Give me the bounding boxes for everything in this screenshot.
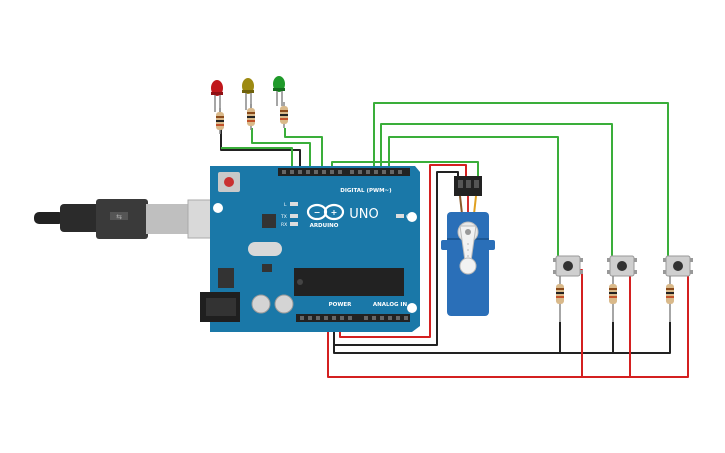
wire-led-common xyxy=(221,147,293,172)
led-yellow xyxy=(242,78,254,110)
push-button-3[interactable] xyxy=(663,255,693,277)
mount-hole xyxy=(407,303,417,313)
wire-button-2 xyxy=(380,123,613,258)
digital-header-label: DIGITAL (PWM~) xyxy=(340,188,392,194)
usb-icon: ⇆ xyxy=(116,213,122,221)
led-green xyxy=(273,76,285,106)
mount-hole xyxy=(213,203,223,213)
arduino-board: DIGITAL (PWM~) POWER ANALOG IN − + UNO A… xyxy=(200,166,420,332)
analog-header-label: ANALOG IN xyxy=(373,302,408,308)
power-header-label: POWER xyxy=(329,302,353,308)
voltage-regulator xyxy=(218,268,234,288)
microcontroller-chip xyxy=(294,268,404,296)
resistor-led-green xyxy=(280,102,288,128)
wire-button-1 xyxy=(388,136,559,258)
resistor-button-3 xyxy=(666,276,674,322)
led-rx-indicator xyxy=(290,222,298,226)
svg-text:+: + xyxy=(331,208,338,217)
led-l-label: L xyxy=(284,202,287,208)
small-component xyxy=(262,264,272,272)
wire-power-b1 xyxy=(570,269,583,377)
wire-power-b2 xyxy=(624,269,631,377)
usb-cable: ⇆ xyxy=(34,199,241,239)
board-model-label: UNO xyxy=(349,207,378,222)
digital-header xyxy=(278,168,410,176)
svg-text:−: − xyxy=(314,208,321,217)
resistor-led-red xyxy=(216,108,224,134)
led-rx-label: RX xyxy=(281,222,287,228)
resistor-led-yellow xyxy=(247,104,255,130)
reset-button-cap xyxy=(224,177,234,187)
mount-hole xyxy=(407,212,417,222)
pin-holes xyxy=(282,170,408,320)
resistor-button-1 xyxy=(556,276,564,322)
servo-motor xyxy=(441,176,495,316)
crystal-oscillator xyxy=(248,242,282,256)
power-analog-header xyxy=(296,314,410,322)
wire-led-green xyxy=(284,128,323,172)
led-on-indicator xyxy=(396,214,404,218)
wire-servo-power xyxy=(339,164,467,338)
wire-button-3 xyxy=(373,102,669,258)
resistor-button-2 xyxy=(609,276,617,322)
push-button-1[interactable] xyxy=(553,255,583,277)
led-red xyxy=(211,80,223,112)
led-tx-indicator xyxy=(290,214,298,218)
capacitor-1 xyxy=(251,294,271,314)
wire-led-red xyxy=(220,128,301,172)
arduino-logo: − + xyxy=(306,203,345,221)
board-vendor-label: ARDUINO xyxy=(310,223,339,229)
usb-chip xyxy=(262,214,276,228)
capacitor-2 xyxy=(274,294,294,314)
led-l-indicator xyxy=(290,202,298,206)
led-tx-label: TX xyxy=(280,214,287,220)
push-button-2[interactable] xyxy=(607,255,637,277)
wire-led-yellow xyxy=(251,128,311,172)
wire-servo-ground xyxy=(333,171,459,346)
wire-ground-bus xyxy=(333,322,671,354)
